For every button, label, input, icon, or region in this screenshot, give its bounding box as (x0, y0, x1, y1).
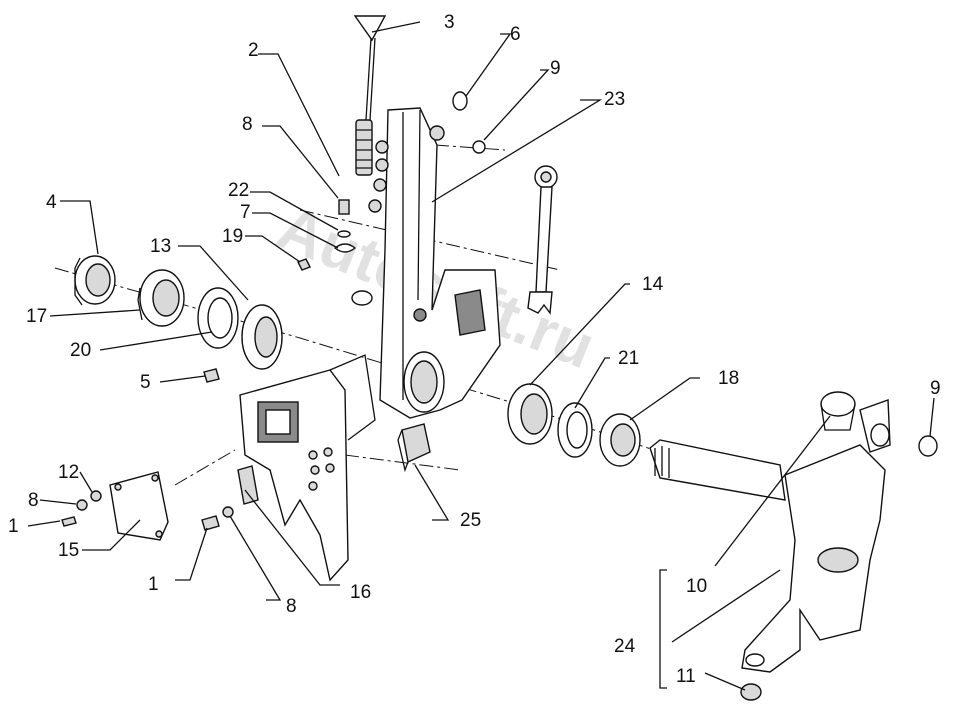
label-13: 13 (150, 236, 171, 257)
label-16: 16 (350, 582, 371, 603)
washer-part-8-center (222, 506, 234, 518)
washer-part-6 (452, 91, 468, 111)
washer-part-22 (337, 230, 351, 238)
bushing-part-11 (740, 683, 762, 701)
label-10: 10 (686, 576, 707, 597)
label-9-top: 9 (550, 58, 561, 79)
cover-plate-part (109, 471, 169, 541)
nut-part-4 (74, 255, 116, 306)
label-14: 14 (642, 274, 664, 295)
label-15: 15 (58, 540, 79, 561)
label-23: 23 (604, 89, 625, 110)
main-housing-part (368, 107, 501, 419)
label-8-left: 8 (28, 490, 39, 511)
label-22: 22 (228, 180, 249, 201)
label-19: 19 (222, 226, 243, 247)
block-part-25 (397, 423, 431, 473)
label-20: 20 (70, 340, 91, 361)
seal-ring-part-21 (557, 402, 593, 458)
label-12: 12 (58, 462, 79, 483)
label-7: 7 (240, 202, 251, 223)
bracket-body-part (237, 354, 376, 582)
label-11: 11 (676, 666, 696, 687)
callout-labels: 3 2 6 9 23 8 22 7 19 4 13 17 20 5 14 21 … (8, 12, 941, 687)
wrench-tool (527, 165, 558, 315)
steering-knuckle-part (649, 391, 938, 701)
label-9-right: 9 (930, 378, 941, 399)
label-1-left: 1 (8, 516, 19, 537)
label-18: 18 (718, 368, 739, 389)
nut-part-5 (203, 368, 220, 383)
bolt-part-1-left (61, 516, 77, 527)
nut-part-12 (90, 490, 102, 502)
label-6: 6 (510, 24, 521, 45)
label-2: 2 (248, 40, 259, 61)
label-24: 24 (614, 636, 636, 657)
dipstick-rod-part (353, 15, 387, 176)
bolt-part-8-top (338, 199, 350, 215)
label-21: 21 (618, 348, 639, 369)
label-25: 25 (460, 510, 481, 531)
label-3: 3 (444, 12, 455, 33)
label-5: 5 (140, 372, 151, 393)
bushing-part-18 (599, 413, 641, 467)
label-4: 4 (46, 192, 57, 213)
small-hardware (61, 91, 486, 531)
label-17: 17 (26, 306, 47, 327)
nut-part-9-right (918, 435, 938, 457)
nut-part-9-top (472, 140, 486, 154)
pin-part-19 (297, 258, 311, 271)
washer-part-8-left (76, 499, 88, 511)
label-1-center: 1 (148, 574, 159, 595)
bearing-part-13 (241, 304, 283, 370)
label-8-bottom: 8 (286, 596, 297, 617)
group-bracket-24 (659, 569, 667, 689)
label-8-top: 8 (242, 114, 253, 135)
bolt-part-1-center (201, 515, 220, 531)
leader-lines (27, 21, 935, 691)
seal-ring-part-20 (197, 287, 239, 349)
clip-part-7 (333, 243, 357, 253)
bushing-part-17 (137, 269, 185, 327)
bearing-part-14 (507, 383, 553, 445)
